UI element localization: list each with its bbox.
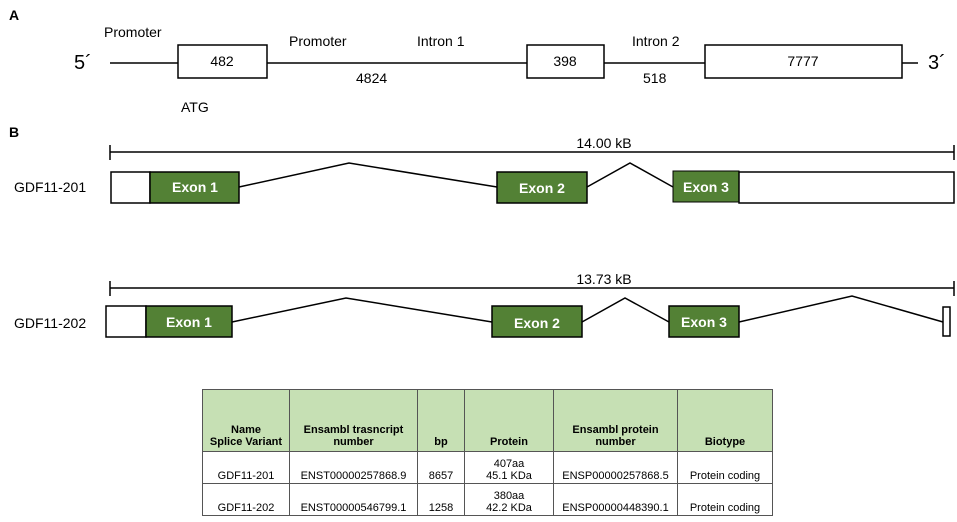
- table-header-row: Name Splice Variant Ensambl trasncript n…: [202, 389, 773, 452]
- variant2-exon2: [491, 305, 583, 338]
- promoter-mid-label: Promoter: [289, 33, 347, 49]
- variant1-utr3: [738, 171, 955, 204]
- cell-name: GDF11-201: [202, 451, 290, 484]
- panel-a-label: A: [9, 7, 19, 23]
- variant2-intron1-connector: [231, 297, 493, 323]
- variant1-name: GDF11-201: [14, 179, 86, 195]
- header-bp: bp: [417, 389, 465, 452]
- header-protein: Protein: [464, 389, 554, 452]
- promoter-left-label: Promoter: [104, 24, 162, 40]
- cell-bp: 8657: [417, 451, 465, 484]
- variant2-intron3-connector: [738, 295, 944, 323]
- variant1-length-bar: [109, 145, 955, 160]
- variant1-exon3-label: Exon 3: [683, 179, 729, 195]
- intron2-length: 518: [643, 70, 667, 86]
- exon-box-1: [177, 44, 268, 79]
- table-row: GDF11-201 ENST00000257868.9 8657 407aa 4…: [202, 451, 773, 484]
- gene-structure-diagram: A 5´ 3´ Promoter Promoter Intron 1 Intro…: [9, 7, 955, 338]
- variant2-intron2-connector: [581, 297, 670, 323]
- variant1-exon1-label: Exon 1: [172, 179, 218, 195]
- five-prime-label: 5´: [74, 52, 92, 74]
- cell-biotype: Protein coding: [677, 483, 773, 516]
- splice-variant-table: Name Splice Variant Ensambl trasncript n…: [202, 389, 773, 516]
- variant1-exon1: [149, 171, 240, 204]
- header-transcript-number: Ensambl trasncript number: [289, 389, 418, 452]
- intron1-label: Intron 1: [417, 33, 465, 49]
- variant2-utr3: [942, 306, 951, 337]
- cell-biotype: Protein coding: [677, 451, 773, 484]
- cell-transcript: ENST00000257868.9: [289, 451, 418, 484]
- variant2-exon3-label: Exon 3: [681, 314, 727, 330]
- variant2-utr5: [105, 305, 147, 338]
- variant2-name: GDF11-202: [14, 315, 86, 331]
- variant2-exon1: [145, 305, 233, 338]
- cell-protein-number: ENSP00000448390.1: [553, 483, 678, 516]
- variant1-length-label: 14.00 kB: [576, 135, 631, 151]
- variant1-exon2: [496, 171, 588, 204]
- box1-length: 482: [210, 53, 234, 69]
- exon-box-2: [526, 44, 605, 79]
- variant2-length-label: 13.73 kB: [576, 271, 631, 287]
- cell-transcript: ENST00000546799.1: [289, 483, 418, 516]
- atg-label: ATG: [181, 99, 209, 115]
- three-prime-label: 3´: [928, 52, 946, 74]
- intron2-label: Intron 2: [632, 33, 680, 49]
- variant2-length-bar: [109, 281, 955, 296]
- exon-box-3: [704, 44, 903, 79]
- panel-b-label: B: [9, 124, 19, 140]
- cell-protein-number: ENSP00000257868.5: [553, 451, 678, 484]
- variant1-utr5: [110, 171, 151, 204]
- table-row: GDF11-202 ENST00000546799.1 1258 380aa 4…: [202, 483, 773, 516]
- variant1-intron2-connector: [586, 162, 674, 188]
- variant1-exon2-label: Exon 2: [519, 180, 565, 196]
- variant1-intron1-connector: [238, 162, 498, 188]
- cell-bp: 1258: [417, 483, 465, 516]
- header-protein-number: Ensambl protein number: [553, 389, 678, 452]
- cell-name: GDF11-202: [202, 483, 290, 516]
- box2-length: 398: [553, 53, 577, 69]
- cell-protein: 380aa 42.2 KDa: [464, 483, 554, 516]
- intron1-length: 4824: [356, 70, 387, 86]
- variant2-exon3: [668, 305, 740, 338]
- header-biotype: Biotype: [677, 389, 773, 452]
- cell-protein: 407aa 45.1 KDa: [464, 451, 554, 484]
- box3-length: 7777: [787, 53, 818, 69]
- header-name-splice-variant: Name Splice Variant: [202, 389, 290, 452]
- variant2-exon2-label: Exon 2: [514, 315, 560, 331]
- variant1-exon3: [672, 170, 740, 203]
- variant2-exon1-label: Exon 1: [166, 314, 212, 330]
